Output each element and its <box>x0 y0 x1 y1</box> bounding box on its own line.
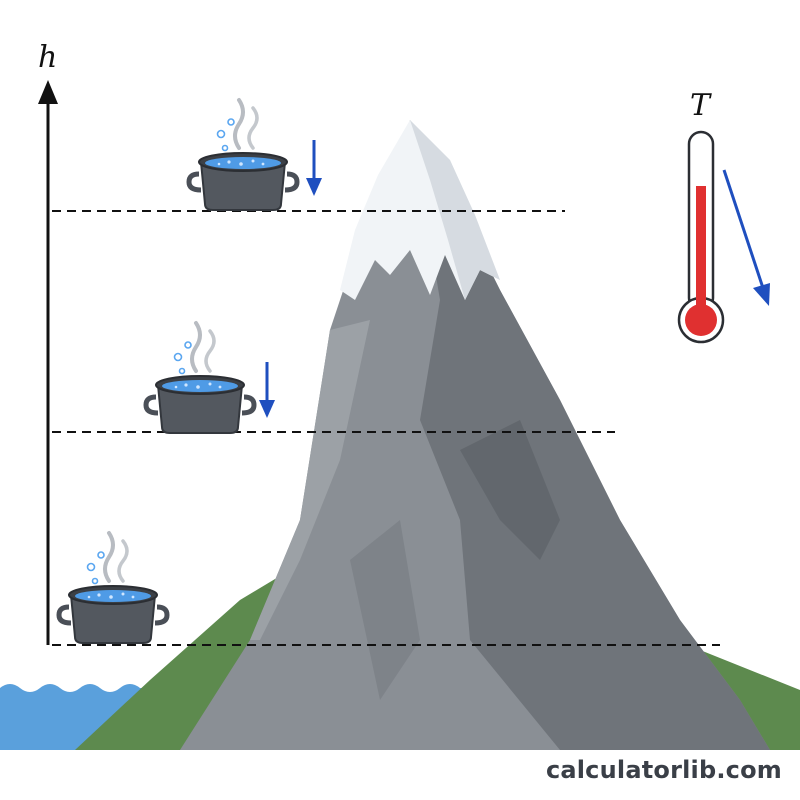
height-axis-arrowhead <box>38 80 58 104</box>
snow-shadow <box>410 120 500 300</box>
down-arrow-top <box>306 140 322 196</box>
mountain-shadow <box>410 120 770 750</box>
height-axis-label: h <box>38 40 58 75</box>
pot-bottom <box>59 533 167 643</box>
down-arrow-middle <box>259 362 275 418</box>
watermark: calculatorlib.com <box>545 756 782 784</box>
pot-middle <box>146 323 254 433</box>
pot-top <box>189 100 297 210</box>
mountain-facet-mid <box>350 520 420 700</box>
temperature-label: T <box>690 88 711 123</box>
mountain-facet-light <box>250 320 370 640</box>
mountain-facet-dark <box>460 420 560 560</box>
thermometer-icon <box>677 130 725 344</box>
temperature-trend-arrow <box>722 169 770 306</box>
